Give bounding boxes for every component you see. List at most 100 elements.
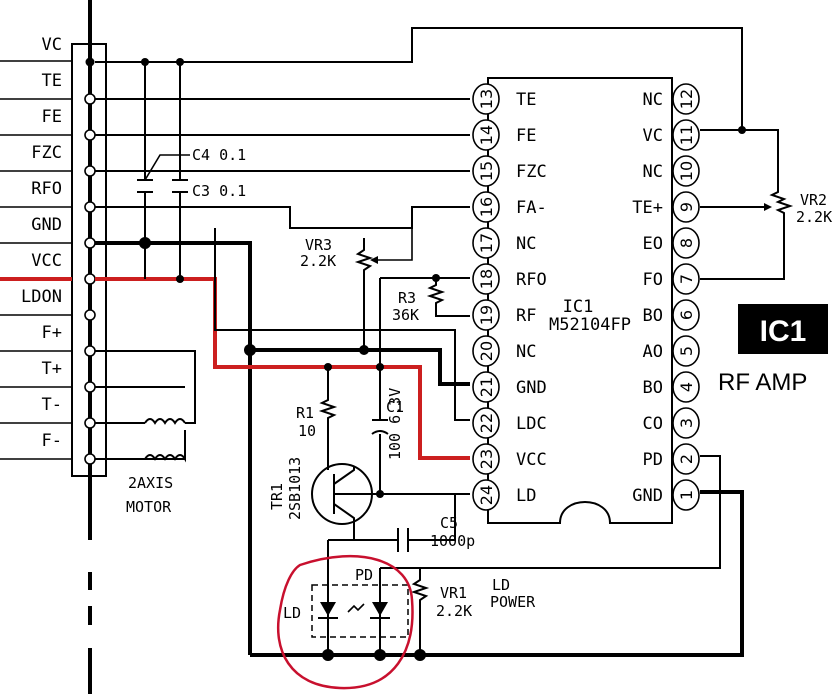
svg-text:EO: EO [643,234,663,254]
svg-text:11: 11 [677,125,696,145]
c5-name: C5 [440,514,458,532]
svg-text:VCC: VCC [516,450,547,470]
svg-text:8: 8 [677,238,696,248]
c1-value: 100 6.3V [386,388,404,460]
c1-name: C1 [386,398,404,416]
conn-label-vcc: VCC [31,251,62,271]
vr3-name: VR3 [305,236,332,254]
svg-text:3: 3 [677,418,696,428]
ic-pin-8: 8 EO [643,227,700,259]
svg-text:RF: RF [516,306,536,326]
ic-pin-9: 9 TE+ [632,191,700,223]
r1-value: 10 [298,422,316,440]
r3-name: R3 [398,289,416,307]
ic-pin-18: 18 RFO [472,263,547,295]
conn-label-fzc: FZC [31,143,62,163]
vr2: VR2 2.2K [700,126,832,280]
ic-pin-3: 3 CO [643,407,700,439]
svg-text:5: 5 [677,346,696,356]
ic-pin-5: 5 AO [643,335,700,367]
svg-text:VC: VC [643,126,663,146]
tr1-part: 2SB1013 [286,457,304,520]
svg-text:TE: TE [516,90,536,110]
svg-text:2: 2 [677,454,696,464]
pd-label: PD [355,566,373,584]
svg-text:4: 4 [677,382,696,392]
svg-text:6: 6 [677,310,696,320]
r3-value: 36K [392,306,419,324]
ic-pin-16: 16 FA- [472,191,547,223]
svg-text:10: 10 [677,161,696,181]
connector-labels: VC TE FE FZC RFO GND VCC LDON F+ T+ T- F… [21,35,62,451]
conn-label-vc: VC [42,35,62,55]
svg-text:13: 13 [477,89,496,109]
ic-pin-1: 1 GND [632,479,700,511]
ic-pin-23: 23 VCC [472,443,547,475]
motor-label-1: 2AXIS [128,474,173,492]
ic-pin-20: 20 NC [472,335,536,367]
svg-text:23: 23 [477,449,496,469]
conn-label-ldon: LDON [21,287,62,307]
ic-pin-2: 2 PD [643,443,700,475]
svg-text:GND: GND [632,486,663,506]
svg-text:NC: NC [516,234,536,254]
conn-label-gnd: GND [31,215,62,235]
ic-pin-6: 6BO [643,299,700,331]
conn-label-te: TE [42,71,62,91]
svg-text:19: 19 [477,305,496,325]
ic-badge: IC1 RF AMP [718,304,828,396]
svg-text:14: 14 [477,125,496,145]
svg-text:18: 18 [477,269,496,289]
transistor-stage: R1 10 100 6.3V C1 2SB1013 TR1 C5 1000p [268,363,475,552]
ic-part-number: M52104FP [549,315,631,335]
svg-text:FA-: FA- [516,198,547,218]
ic-pin-24: 24 LD [472,479,536,511]
vr3-value: 2.2K [300,252,336,270]
svg-text:GND: GND [516,378,547,398]
connector-lines [0,60,72,460]
svg-text:PD: PD [643,450,663,470]
ic-pin-14: 14 FE [472,119,536,151]
vr3: VR3 2.2K [300,228,413,355]
conn-label-fplus: F+ [42,323,62,343]
svg-text:15: 15 [477,161,496,181]
svg-text:FO: FO [643,270,663,290]
laser-diode: LD PD VR1 2.2K LD POWER [244,344,744,690]
c3-label: C3 0.1 [192,182,246,200]
vr2-value: 2.2K [796,208,832,226]
conn-label-fminus: F- [42,431,62,451]
svg-text:LD: LD [516,486,536,506]
motor-coils: 2AXIS MOTOR [126,418,186,516]
svg-text:TE+: TE+ [632,198,663,218]
svg-text:FE: FE [516,126,536,146]
ic-pin-7: 7 FO [643,263,700,295]
ic-ref-label: IC1 [563,297,594,317]
svg-text:7: 7 [677,274,696,284]
svg-text:1: 1 [677,490,696,500]
ic-pin-11: 11 VC [643,119,700,151]
c4-label: C4 0.1 [192,146,246,164]
svg-text:20: 20 [477,341,496,361]
ic-function-label: RF AMP [718,369,807,396]
svg-text:CO: CO [643,414,663,434]
svg-text:24: 24 [477,485,496,505]
ic-badge-label: IC1 [760,315,807,348]
connector-block: VC TE FE FZC RFO GND VCC LDON F+ T+ T- F… [0,35,107,477]
svg-text:LDC: LDC [516,414,547,434]
svg-text:9: 9 [677,202,696,212]
vr2-name: VR2 [800,191,827,209]
svg-text:16: 16 [477,197,496,217]
svg-text:12: 12 [677,89,696,109]
svg-text:RFO: RFO [516,270,547,290]
ic-pin-4: 4BO [643,371,700,403]
svg-text:21: 21 [477,377,496,397]
conn-label-fe: FE [42,107,62,127]
svg-text:AO: AO [643,342,663,362]
conn-label-tplus: T+ [42,359,62,379]
svg-text:NC: NC [516,342,536,362]
